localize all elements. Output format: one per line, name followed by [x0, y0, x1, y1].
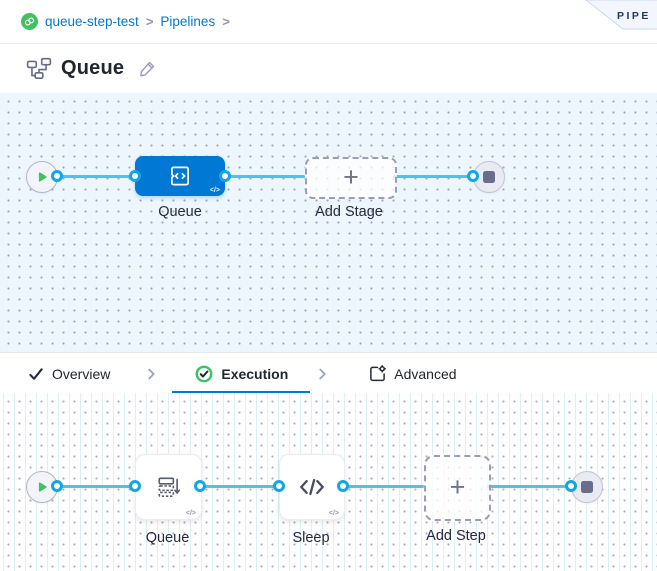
port[interactable]	[194, 480, 206, 492]
stage-label: Queue	[158, 204, 202, 220]
port[interactable]	[337, 480, 349, 492]
shell-script-icon	[300, 478, 324, 496]
step-node-queue[interactable]: </>	[135, 454, 202, 520]
pipeline-icon	[26, 57, 52, 79]
breadcrumb-pipelines-link[interactable]: Pipelines	[160, 14, 216, 29]
chevron-right-icon	[144, 366, 158, 382]
code-badge-icon: </>	[185, 510, 196, 517]
play-icon	[38, 172, 47, 182]
tab-overview-label: Overview	[52, 365, 111, 382]
edge-start-to-queue	[57, 485, 135, 488]
code-badge-icon: </>	[209, 187, 220, 194]
tab-overview[interactable]: Overview	[28, 366, 110, 382]
code-badge-icon: </>	[328, 510, 339, 517]
port[interactable]	[565, 480, 577, 492]
port[interactable]	[51, 170, 63, 182]
port[interactable]	[129, 480, 141, 492]
add-step-label: Add Step	[426, 528, 486, 544]
breadcrumb-separator: >	[145, 14, 154, 29]
queue-step-icon	[157, 477, 180, 498]
port[interactable]	[467, 170, 479, 182]
port[interactable]	[219, 170, 231, 182]
edge-addstage-to-end	[393, 175, 473, 178]
end-node	[473, 161, 505, 193]
port[interactable]	[129, 170, 141, 182]
step-label: Queue	[145, 530, 190, 546]
tab-execution-label: Execution	[221, 365, 289, 382]
execution-canvas[interactable]: </> Queue </> Sleep + Add Step	[0, 393, 657, 571]
add-stage-label: Add Stage	[315, 204, 383, 220]
stage-config-tabs: Overview Execution Advanced	[0, 352, 657, 395]
stop-icon	[483, 171, 495, 183]
stop-icon	[581, 481, 593, 493]
svg-text:PIPE: PIPE	[617, 10, 651, 22]
add-step-button[interactable]: +	[424, 455, 491, 521]
edge-start-to-stage	[57, 175, 135, 178]
tab-advanced-label: Advanced	[394, 365, 457, 382]
check-icon	[29, 367, 43, 380]
port[interactable]	[273, 480, 285, 492]
ci-stage-icon	[171, 166, 189, 186]
edge-stage-to-addstage	[225, 175, 305, 178]
project-icon	[21, 13, 38, 30]
breadcrumb: queue-step-test > Pipelines > PIPE	[0, 0, 657, 44]
pipeline-studio-badge: PIPE	[585, 0, 657, 30]
edit-pencil-icon[interactable]	[138, 59, 157, 78]
edge-sleep-to-addstep	[343, 485, 424, 488]
tab-advanced[interactable]: Advanced	[369, 365, 457, 382]
plus-icon: +	[449, 471, 466, 502]
breadcrumb-separator: >	[222, 14, 230, 29]
stage-node-queue[interactable]: </>	[135, 156, 225, 196]
page-title: Queue	[61, 57, 125, 79]
tab-execution[interactable]: Execution	[195, 365, 288, 383]
stage-canvas[interactable]: </> Queue + Add Stage	[0, 93, 657, 352]
advanced-icon	[370, 365, 387, 382]
edge-queue-to-sleep	[200, 485, 279, 488]
plus-icon: +	[343, 161, 359, 192]
edge-addstep-to-end	[487, 485, 571, 488]
port[interactable]	[51, 480, 63, 492]
breadcrumb-project-link[interactable]: queue-step-test	[45, 14, 139, 29]
check-circle-icon	[195, 365, 213, 382]
step-node-sleep[interactable]: </>	[279, 454, 345, 520]
pipeline-header: Queue VISU	[0, 44, 657, 127]
play-icon	[38, 482, 47, 492]
add-stage-button[interactable]: +	[305, 157, 397, 199]
active-tab-underline	[172, 391, 310, 394]
step-label: Sleep	[292, 530, 330, 546]
chevron-right-icon	[315, 366, 329, 382]
